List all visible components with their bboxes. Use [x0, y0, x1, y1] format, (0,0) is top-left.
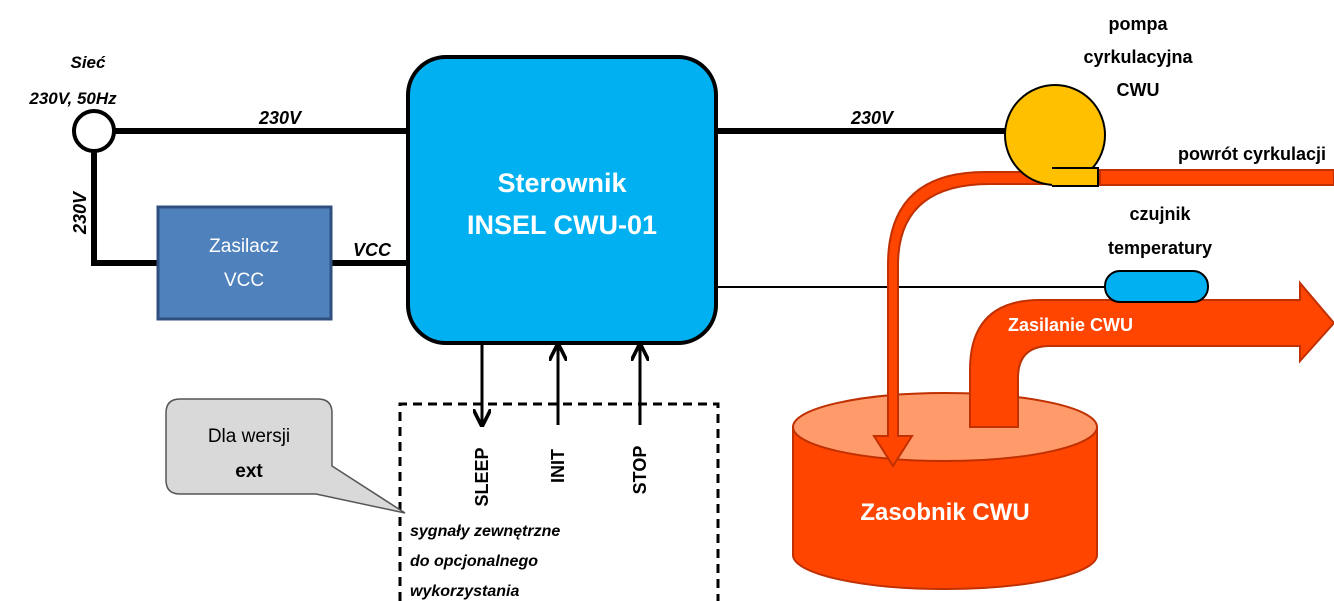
pump-label-line2: cyrkulacyjna — [1083, 47, 1193, 67]
sensor-label-line2: temperatury — [1108, 238, 1212, 258]
psu-box — [156, 205, 333, 321]
signals-note-line3: wykorzystania — [410, 583, 519, 600]
psu-label-line2: VCC — [224, 270, 264, 291]
pump-label-line3: CWU — [1117, 80, 1160, 100]
tank-body — [792, 426, 1098, 590]
signal-sleep-label: SLEEP — [472, 447, 492, 506]
signals-note-line1: sygnały zewnętrzne — [410, 523, 560, 540]
return-pipe-label: powrót cyrkulacji — [1178, 144, 1326, 164]
controller-box — [406, 55, 718, 345]
signals-frame — [398, 402, 720, 601]
callout-line2: ext — [235, 461, 263, 482]
controller-label-line1: Sterownik — [497, 168, 627, 198]
return-pipe — [1089, 169, 1334, 186]
mains-spec: 230V, 50Hz — [28, 89, 117, 108]
signal-init-label: INIT — [548, 449, 568, 483]
mains-title: Sieć — [71, 53, 107, 72]
callout-line1: Dla wersji — [208, 426, 290, 447]
signal-stop-label: STOP — [630, 446, 650, 495]
controller-label-line2: INSEL CWU-01 — [467, 210, 657, 240]
label-230v-vertical: 230V — [70, 190, 90, 235]
tank-top — [792, 392, 1098, 462]
supply-pipe-label: Zasilanie CWU — [1008, 315, 1133, 335]
callout-bubble — [165, 398, 406, 514]
circulation-pipe — [872, 171, 1101, 468]
label-230v-right: 230V — [850, 108, 895, 128]
psu-label-line1: Zasilacz — [209, 236, 279, 257]
mains-terminal-icon — [72, 109, 116, 153]
signals-note-line2: do opcjonalnego — [410, 553, 538, 570]
label-230v-left: 230V — [258, 108, 303, 128]
label-vcc: VCC — [353, 240, 392, 260]
supply-pipe-arrow — [969, 280, 1334, 428]
pump-outlet — [1052, 167, 1099, 187]
tank-label: Zasobnik CWU — [860, 499, 1029, 526]
sensor-label-line1: czujnik — [1129, 204, 1191, 224]
temperature-sensor-icon — [1104, 270, 1209, 303]
pump-label-line1: pompa — [1108, 14, 1168, 34]
